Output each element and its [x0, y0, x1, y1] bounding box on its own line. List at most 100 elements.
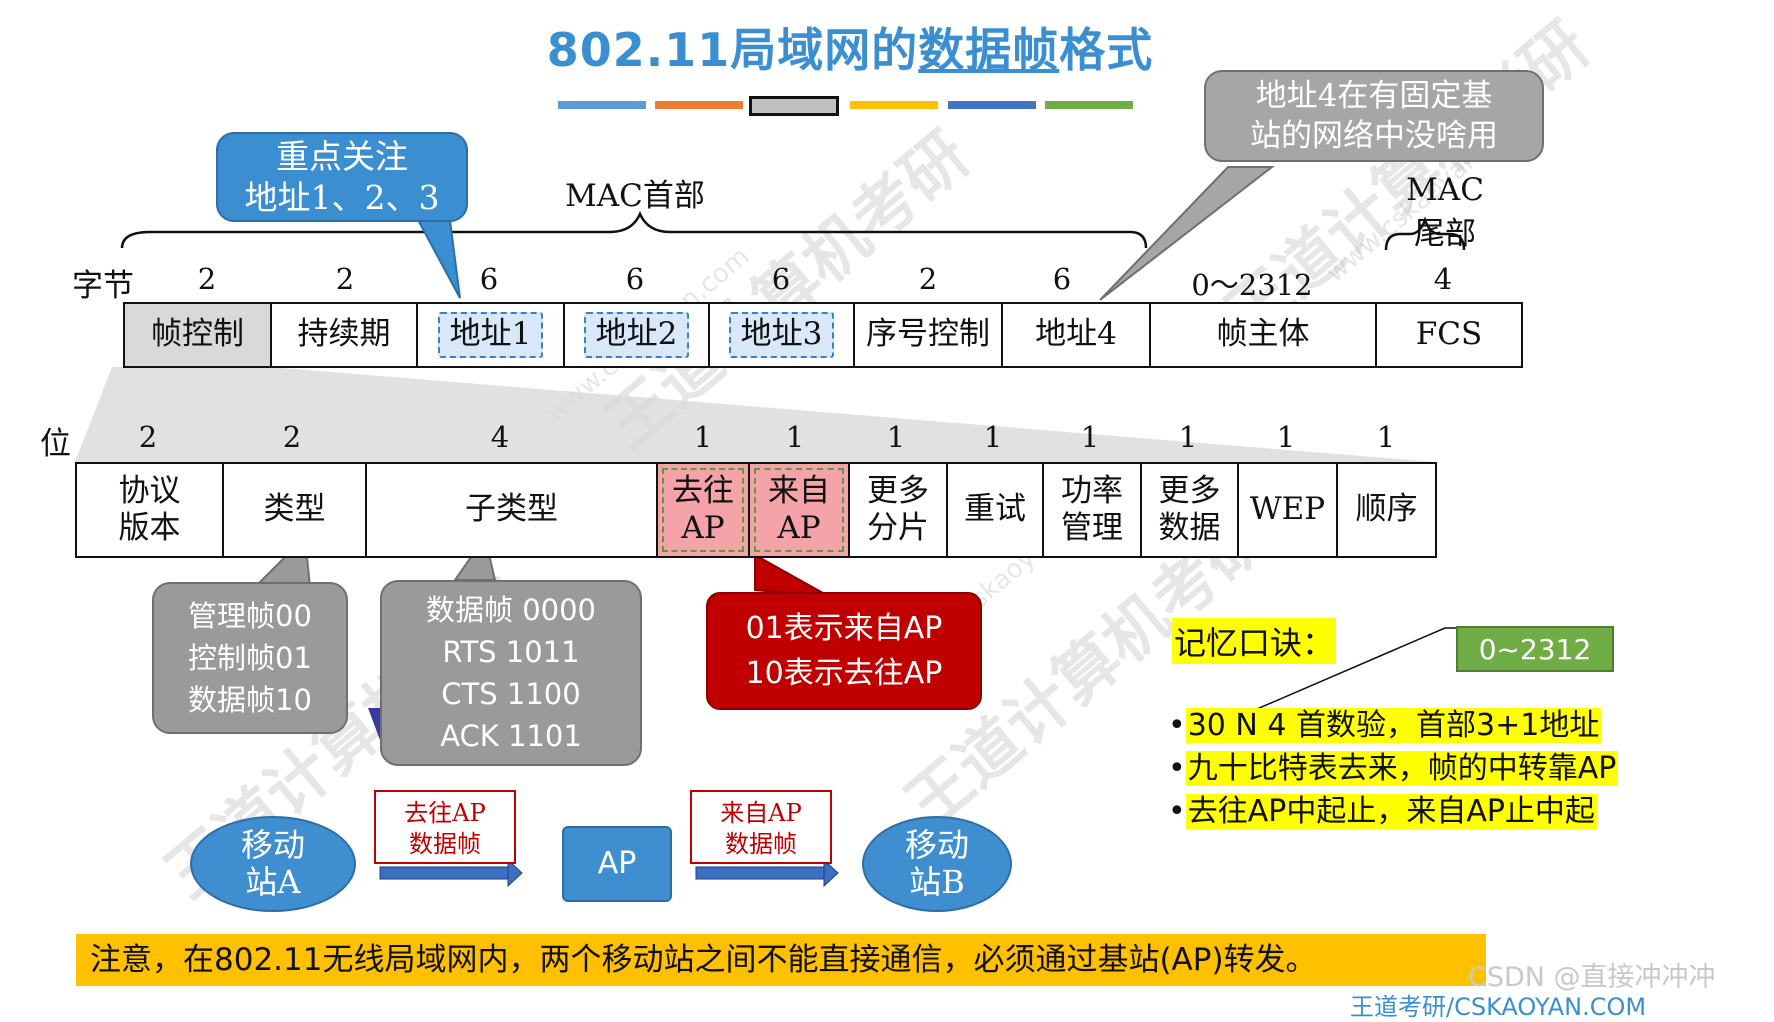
- bit-size: 4: [490, 420, 510, 454]
- mac-field-8: 帧主体: [1149, 302, 1377, 368]
- fc-field-label-1: 功率: [1061, 472, 1123, 509]
- ap-box: AP: [562, 826, 672, 902]
- note-bar: 注意，在802.11无线局域网内，两个移动站之间不能直接通信，必须通过基站(AP…: [76, 934, 1486, 986]
- fc-field-label-1: 去往: [672, 472, 734, 509]
- mac-field-label: 地址3: [728, 312, 835, 358]
- color-bar: [850, 101, 938, 109]
- mnemonic-label: 记忆口诀：: [1172, 618, 1337, 664]
- bit-size: 1: [693, 420, 713, 454]
- fc-field-label-2: 版本: [118, 510, 181, 546]
- focus-callout: 重点关注地址1、2、3: [216, 132, 468, 222]
- fc-field-11: 顺序: [1336, 462, 1437, 558]
- color-bar: [1045, 101, 1133, 109]
- mnemonic-connector: [1249, 627, 1446, 713]
- mac-field-label: 帧控制: [151, 316, 244, 353]
- arrow-from-ap: [695, 866, 827, 880]
- mnemonic-text: 九十比特表去来，帧的中转靠AP: [1185, 751, 1619, 786]
- color-bar: [948, 101, 1036, 109]
- mnemonic-text: 30 N 4 首数验，首部3+1地址: [1185, 708, 1602, 743]
- byte-size: 2: [197, 262, 217, 296]
- expansion-shading: [75, 367, 1435, 462]
- color-bar: [655, 101, 743, 109]
- byte-size: 6: [771, 262, 791, 296]
- color-bar: [558, 101, 646, 109]
- byte-size: 6: [479, 262, 499, 296]
- color-bar: [749, 96, 839, 116]
- footer-url: 王道考研/CSKAOYAN.COM: [1350, 993, 1647, 1021]
- mac-field-label: 帧主体: [1216, 316, 1310, 353]
- mac-trailer-brace: [1384, 216, 1466, 251]
- station-a: 移动站A: [190, 816, 356, 912]
- station-b: 移动站B: [862, 816, 1012, 912]
- bit-size: 1: [886, 420, 906, 454]
- fc-field-2: 类型: [222, 462, 367, 558]
- byte-size: 4: [1433, 262, 1453, 296]
- bit-size: 1: [983, 420, 1003, 454]
- byte-size: 2: [918, 262, 938, 296]
- mac-header-label: MAC首部: [565, 178, 705, 214]
- fc-field-label-1: 子类型: [465, 491, 558, 528]
- payload-range-box: 0~2312: [1456, 626, 1614, 672]
- fc-field-label-1: 更多: [1158, 472, 1221, 509]
- fc-field-8: 功率管理: [1042, 462, 1142, 558]
- mac-field-6: 序号控制: [853, 302, 1003, 368]
- fc-field-label-2: 管理: [1061, 510, 1123, 546]
- fc-field-label-1: 重试: [964, 491, 1026, 528]
- bullet: •: [1168, 708, 1186, 743]
- fc-field-label-2: AP: [681, 510, 725, 546]
- byte-size: 6: [1052, 262, 1072, 296]
- mac-field-4: 地址2: [563, 302, 710, 368]
- mac-field-label: 地址2: [583, 312, 690, 358]
- mac-field-3: 地址1: [416, 302, 565, 368]
- bit-label: 位: [40, 426, 71, 462]
- bit-size: 2: [138, 420, 158, 454]
- fc-field-label-1: 协议: [118, 472, 181, 509]
- mac-header-brace: [120, 210, 1148, 249]
- fc-field-label-1: 类型: [263, 491, 326, 528]
- fc-field-label-2: 分片: [867, 510, 929, 546]
- mac-field-9: FCS: [1375, 302, 1523, 368]
- fc-field-label-1: 顺序: [1355, 491, 1418, 528]
- byte-label: 字节: [72, 268, 134, 304]
- bit-size: 1: [1376, 420, 1396, 454]
- mnemonic-text: 去往AP中起止，来自AP止中起: [1185, 794, 1597, 829]
- mac-field-label: 地址1: [437, 312, 544, 358]
- address4-callout: 地址4在有固定基站的网络中没啥用: [1204, 70, 1544, 162]
- bullet: •: [1168, 751, 1186, 786]
- mac-field-5: 地址3: [708, 302, 855, 368]
- mac-field-label: FCS: [1415, 316, 1483, 353]
- fc-field-6: 更多分片: [848, 462, 948, 558]
- mac-field-2: 持续期: [270, 302, 418, 368]
- byte-size: 2: [335, 262, 355, 296]
- mac-field-7: 地址4: [1001, 302, 1151, 368]
- byte-size: 0～2312: [1191, 268, 1313, 302]
- byte-size: 6: [625, 262, 645, 296]
- mnemonic-line: •去往AP中起止，来自AP止中起: [1168, 786, 1597, 830]
- bit-size: 1: [1276, 420, 1296, 454]
- fc-field-7: 重试: [946, 462, 1044, 558]
- bit-size: 2: [282, 420, 302, 454]
- arrow-to-ap: [379, 866, 511, 880]
- mac-field-1: 帧控制: [123, 302, 272, 368]
- bit-size: 1: [1080, 420, 1100, 454]
- fc-field-label-1: 来自: [768, 472, 830, 509]
- mnemonic-line: •九十比特表去来，帧的中转靠AP: [1168, 743, 1619, 787]
- mac-field-label: 地址4: [1035, 316, 1117, 353]
- fc-field-label-2: 数据: [1158, 510, 1221, 546]
- bit-size: 1: [1178, 420, 1198, 454]
- bit-size: 1: [785, 420, 805, 454]
- fc-field-9: 更多数据: [1140, 462, 1239, 558]
- fc-field-3: 子类型: [365, 462, 658, 558]
- fc-field-label-1: WEP: [1249, 491, 1326, 528]
- fc-field-10: WEP: [1237, 462, 1338, 558]
- mac-field-label: 序号控制: [866, 316, 990, 353]
- mac-field-label: 持续期: [297, 316, 391, 353]
